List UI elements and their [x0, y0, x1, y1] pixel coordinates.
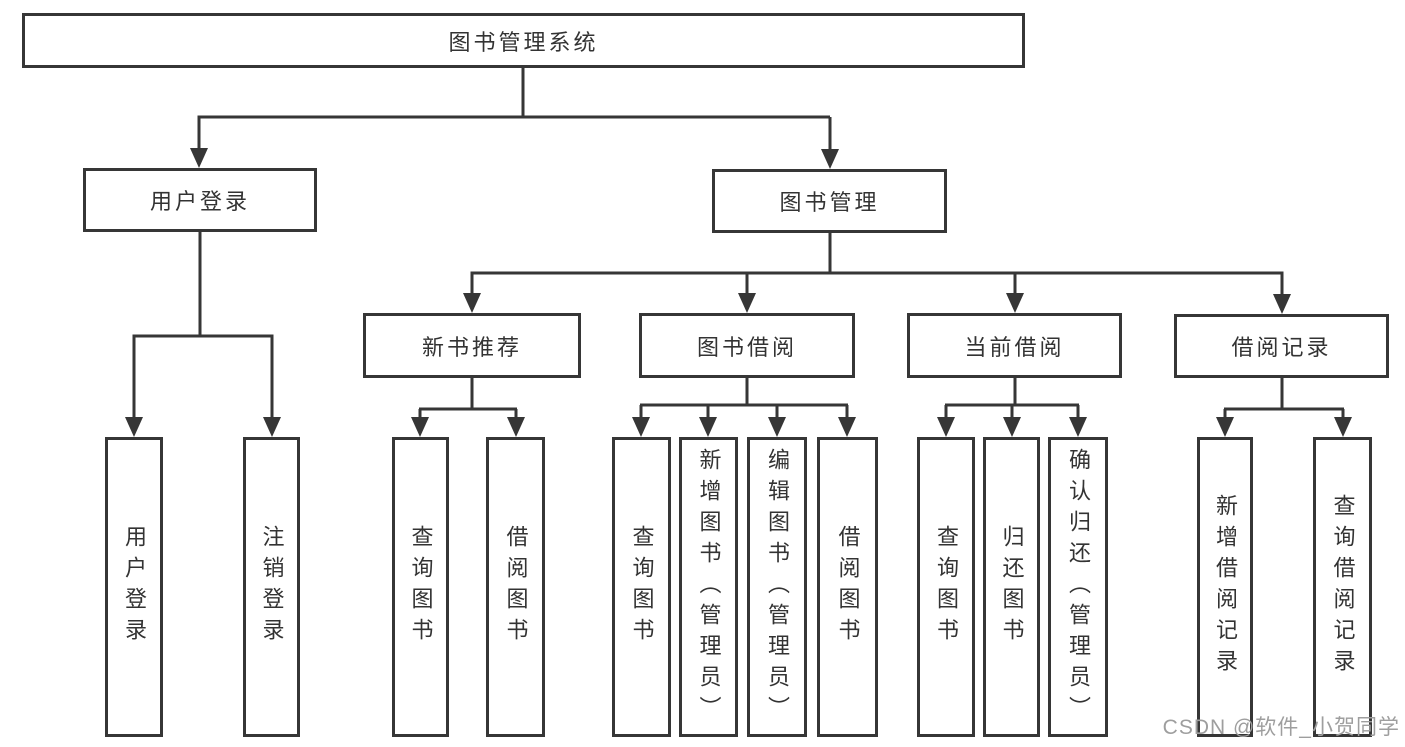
node-label: 用户登录: [122, 525, 147, 649]
node-label: 查询图书: [629, 525, 655, 649]
node-leaf-user-login: 用户登录: [105, 437, 163, 737]
connector-root-to-level2: [190, 68, 839, 169]
node-label: 新书推荐: [421, 334, 522, 360]
node-new-book-recommend: 新书推荐: [363, 313, 581, 378]
arrowhead: [263, 417, 281, 437]
node-label: 确认归还（管理员）: [1066, 447, 1091, 727]
arrowhead: [507, 417, 525, 437]
arrowhead: [125, 417, 143, 437]
node-book-borrowing: 图书借阅: [639, 313, 855, 378]
node-library-management-system: 图书管理系统: [22, 13, 1025, 68]
node-label: 图书管理: [779, 190, 880, 215]
node-label: 借阅记录: [1231, 335, 1332, 360]
arrowhead: [1334, 417, 1352, 437]
node-label: 图书管理系统: [448, 29, 599, 55]
node-label: 查询图书: [934, 525, 959, 649]
arrowhead: [838, 417, 856, 437]
node-label: 查询图书: [408, 525, 434, 649]
csdn-watermark: CSDN @软件_小贺同学: [1162, 716, 1400, 739]
node-label: 注销登录: [259, 525, 285, 649]
node-user-login-group: 用户登录: [83, 168, 317, 232]
arrowhead: [1006, 293, 1024, 313]
arrowhead: [1216, 417, 1234, 437]
arrowhead: [411, 417, 429, 437]
arrowhead: [768, 417, 786, 437]
node-borrowing-records: 借阅记录: [1174, 314, 1389, 378]
arrowhead: [632, 417, 650, 437]
node-label: 新增图书（管理员）: [696, 447, 722, 727]
node-leaf-add-books-admin: 新增图书（管理员）: [679, 437, 738, 737]
connector-new-book-recommend-to-leaves: [411, 378, 525, 437]
node-label: 借阅图书: [503, 525, 529, 649]
connector-current-borrowing-to-leaves: [937, 378, 1087, 437]
node-leaf-borrow-books-recommend: 借阅图书: [486, 437, 545, 737]
arrowhead: [190, 148, 208, 168]
connector-book-management-to-level3: [463, 233, 1291, 314]
node-leaf-return-books: 归还图书: [983, 437, 1040, 737]
arrowhead: [1003, 417, 1021, 437]
node-label: 归还图书: [999, 525, 1025, 649]
arrowhead: [1069, 417, 1087, 437]
node-leaf-borrow-books-borrowing: 借阅图书: [817, 437, 878, 737]
connector-book-borrowing-to-leaves: [632, 378, 856, 437]
node-leaf-edit-books-admin: 编辑图书（管理员）: [747, 437, 807, 737]
arrowhead: [463, 293, 481, 313]
node-current-borrowing: 当前借阅: [907, 313, 1122, 378]
arrowhead: [699, 417, 717, 437]
node-leaf-query-books-borrowing: 查询图书: [612, 437, 671, 737]
node-leaf-query-books-recommend: 查询图书: [392, 437, 449, 737]
node-leaf-confirm-return-admin: 确认归还（管理员）: [1048, 437, 1108, 737]
node-book-management: 图书管理: [712, 169, 947, 233]
node-label: 新增借阅记录: [1213, 494, 1238, 680]
node-label: 图书借阅: [696, 334, 797, 360]
arrowhead: [937, 417, 955, 437]
node-label: 用户登录: [149, 189, 250, 214]
arrowhead: [1273, 294, 1291, 314]
node-leaf-query-books-current: 查询图书: [917, 437, 975, 737]
node-label: 借阅图书: [835, 525, 861, 649]
node-leaf-add-borrow-record: 新增借阅记录: [1197, 437, 1253, 737]
arrowhead: [738, 293, 756, 313]
arrowhead: [821, 149, 839, 169]
node-label: 编辑图书（管理员）: [765, 447, 790, 727]
node-leaf-query-borrow-record: 查询借阅记录: [1313, 437, 1372, 737]
connector-user-login-to-leaves: [125, 232, 281, 437]
node-label: 查询借阅记录: [1330, 494, 1356, 680]
connector-borrowing-records-to-leaves: [1216, 378, 1352, 437]
node-leaf-logout: 注销登录: [243, 437, 300, 737]
node-label: 当前借阅: [964, 334, 1065, 360]
